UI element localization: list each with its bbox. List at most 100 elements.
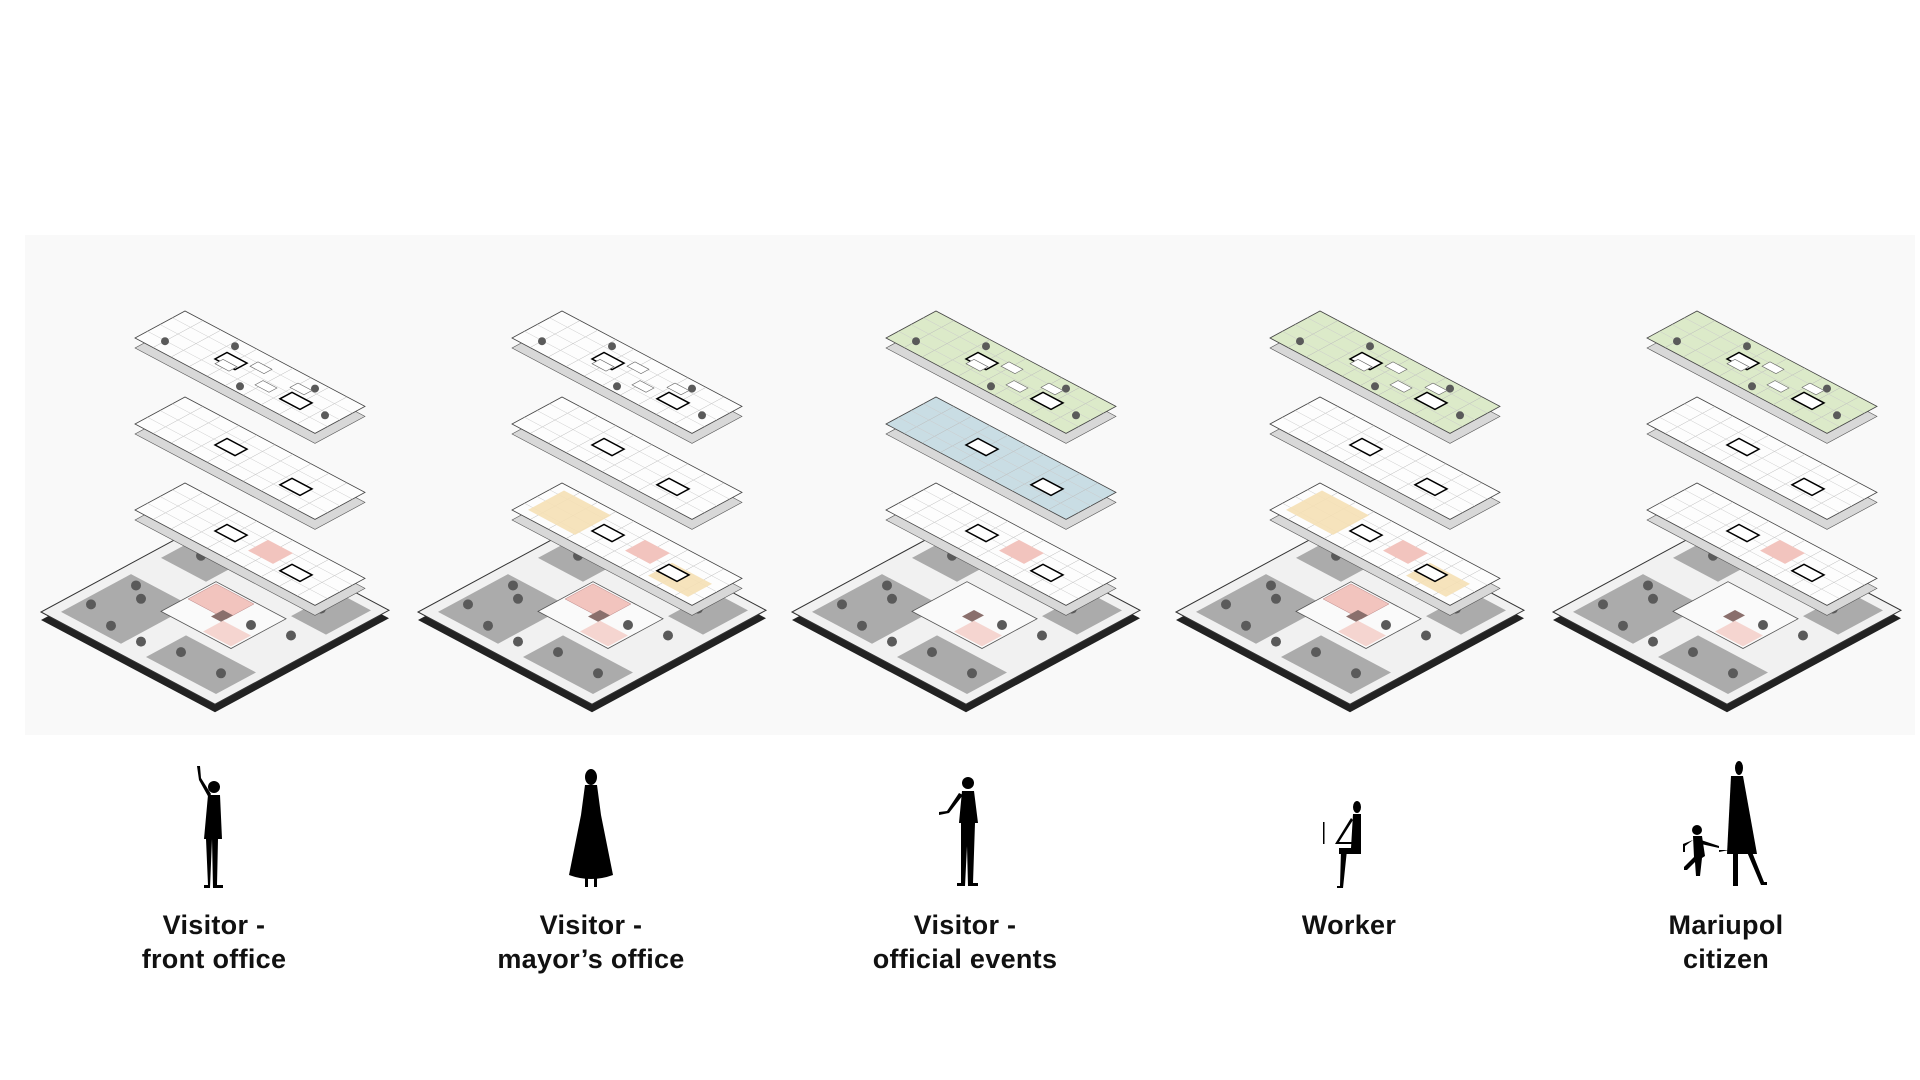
persona-column-mayors-office: Visitor -mayor’s office bbox=[421, 755, 761, 976]
stair-core bbox=[213, 523, 249, 543]
floor1-slab-gridline bbox=[1684, 489, 1865, 586]
tree-icon bbox=[176, 647, 186, 658]
floor2-slab-gridline bbox=[1307, 403, 1488, 500]
stair-core bbox=[1413, 391, 1449, 411]
tree-icon bbox=[231, 342, 239, 351]
tree-icon bbox=[286, 630, 296, 641]
roof-pavilion bbox=[626, 361, 650, 374]
persona-label: Visitor -mayor’s office bbox=[497, 910, 685, 974]
tree-icon bbox=[1688, 647, 1698, 658]
tree-icon bbox=[136, 636, 146, 647]
tree-icon bbox=[1381, 620, 1391, 630]
grey-lawn bbox=[438, 574, 568, 644]
grey-lawn bbox=[897, 635, 1007, 695]
persona-label: Visitor -front office bbox=[141, 910, 287, 974]
roof-pavilion bbox=[1384, 361, 1408, 374]
highlight-zone bbox=[211, 610, 233, 622]
tree-icon bbox=[1421, 630, 1431, 641]
stair-core bbox=[655, 563, 691, 583]
stair-core bbox=[1413, 477, 1449, 497]
tree-icon bbox=[1456, 411, 1464, 420]
tree-icon bbox=[1823, 384, 1831, 393]
tree-icon bbox=[86, 599, 96, 610]
tree-icon bbox=[927, 647, 937, 658]
floor1-slab-gridline bbox=[147, 503, 328, 599]
tree-icon bbox=[608, 342, 616, 351]
highlight-zone bbox=[588, 610, 610, 622]
tree-icon bbox=[1798, 630, 1808, 641]
stair-core bbox=[213, 437, 249, 457]
tree-icon bbox=[1311, 647, 1321, 658]
stair-core bbox=[1029, 563, 1065, 583]
tree-icon bbox=[1743, 342, 1751, 351]
roof-pavilion bbox=[1801, 382, 1825, 396]
tree-icon bbox=[131, 580, 141, 591]
tree-icon bbox=[1351, 668, 1361, 679]
axonometric-2 bbox=[790, 310, 1142, 713]
tree-icon bbox=[1072, 411, 1080, 420]
grey-lawn bbox=[1196, 574, 1326, 644]
tree-icon bbox=[1221, 599, 1231, 610]
tree-icon bbox=[987, 382, 995, 391]
tree-icon bbox=[1728, 668, 1738, 679]
roof-pavilion bbox=[1761, 361, 1785, 374]
tree-icon bbox=[136, 593, 146, 604]
highlight-zone bbox=[1338, 620, 1386, 647]
persona-column-official-events: Visitor -official events bbox=[795, 755, 1135, 976]
tree-icon bbox=[1037, 630, 1047, 641]
highlight-zone bbox=[954, 620, 1002, 647]
roof-pavilion bbox=[1000, 361, 1024, 374]
tree-icon bbox=[1643, 580, 1653, 591]
floor1-slab-gridline bbox=[172, 489, 353, 586]
highlight-zone bbox=[580, 620, 628, 647]
tree-icon bbox=[1266, 580, 1276, 591]
tree-icon bbox=[1366, 342, 1374, 351]
tree-icon bbox=[997, 620, 1007, 630]
stair-core bbox=[590, 523, 626, 543]
grey-lawn bbox=[291, 591, 371, 635]
floor1-slab-gridline bbox=[923, 489, 1104, 586]
tree-icon bbox=[553, 647, 563, 658]
tree-icon bbox=[698, 411, 706, 420]
roof-pavilion bbox=[1005, 380, 1029, 393]
tree-icon bbox=[887, 636, 897, 647]
tree-icon bbox=[1648, 593, 1658, 604]
persona-label: Visitor -official events bbox=[872, 910, 1058, 974]
tree-icon bbox=[1748, 382, 1756, 391]
tree-icon bbox=[1648, 636, 1658, 647]
roof-slab-gridline bbox=[524, 331, 705, 427]
tree-icon bbox=[216, 668, 226, 679]
roof-slab-gridline bbox=[1282, 331, 1463, 427]
highlight-zone bbox=[203, 620, 251, 647]
stair-core bbox=[1725, 523, 1761, 543]
roof-slab-gridline bbox=[1659, 331, 1840, 427]
grey-lawn bbox=[1573, 574, 1703, 644]
highlight-zone bbox=[1286, 490, 1369, 535]
highlight-zone bbox=[528, 490, 611, 535]
tree-icon bbox=[857, 620, 867, 631]
floor1-slab-gridline bbox=[898, 503, 1079, 599]
grey-lawn bbox=[1281, 635, 1391, 695]
roof-pavilion bbox=[1766, 380, 1790, 393]
floor2-slab-gridline bbox=[1659, 417, 1840, 513]
highlight-zone bbox=[1346, 610, 1368, 622]
woman-and-child-icon bbox=[1556, 755, 1896, 890]
tree-icon bbox=[508, 580, 518, 591]
tree-icon bbox=[321, 411, 329, 420]
stair-core bbox=[1348, 523, 1384, 543]
floor2-slab-gridline bbox=[898, 417, 1079, 513]
highlight-zone bbox=[625, 539, 670, 564]
floor2-slab-gridline bbox=[923, 403, 1104, 500]
highlight-zone bbox=[1322, 583, 1390, 620]
tree-icon bbox=[837, 599, 847, 610]
roof-pavilion bbox=[1424, 382, 1448, 396]
roof-pavilion bbox=[591, 359, 615, 372]
persona-column-worker: Worker bbox=[1179, 755, 1519, 942]
axonometric-4 bbox=[1551, 310, 1903, 713]
highlight-zone bbox=[564, 583, 632, 620]
highlight-zone bbox=[1760, 539, 1805, 564]
tree-icon bbox=[246, 620, 256, 630]
grey-lawn bbox=[523, 635, 633, 695]
tree-icon bbox=[1371, 382, 1379, 391]
